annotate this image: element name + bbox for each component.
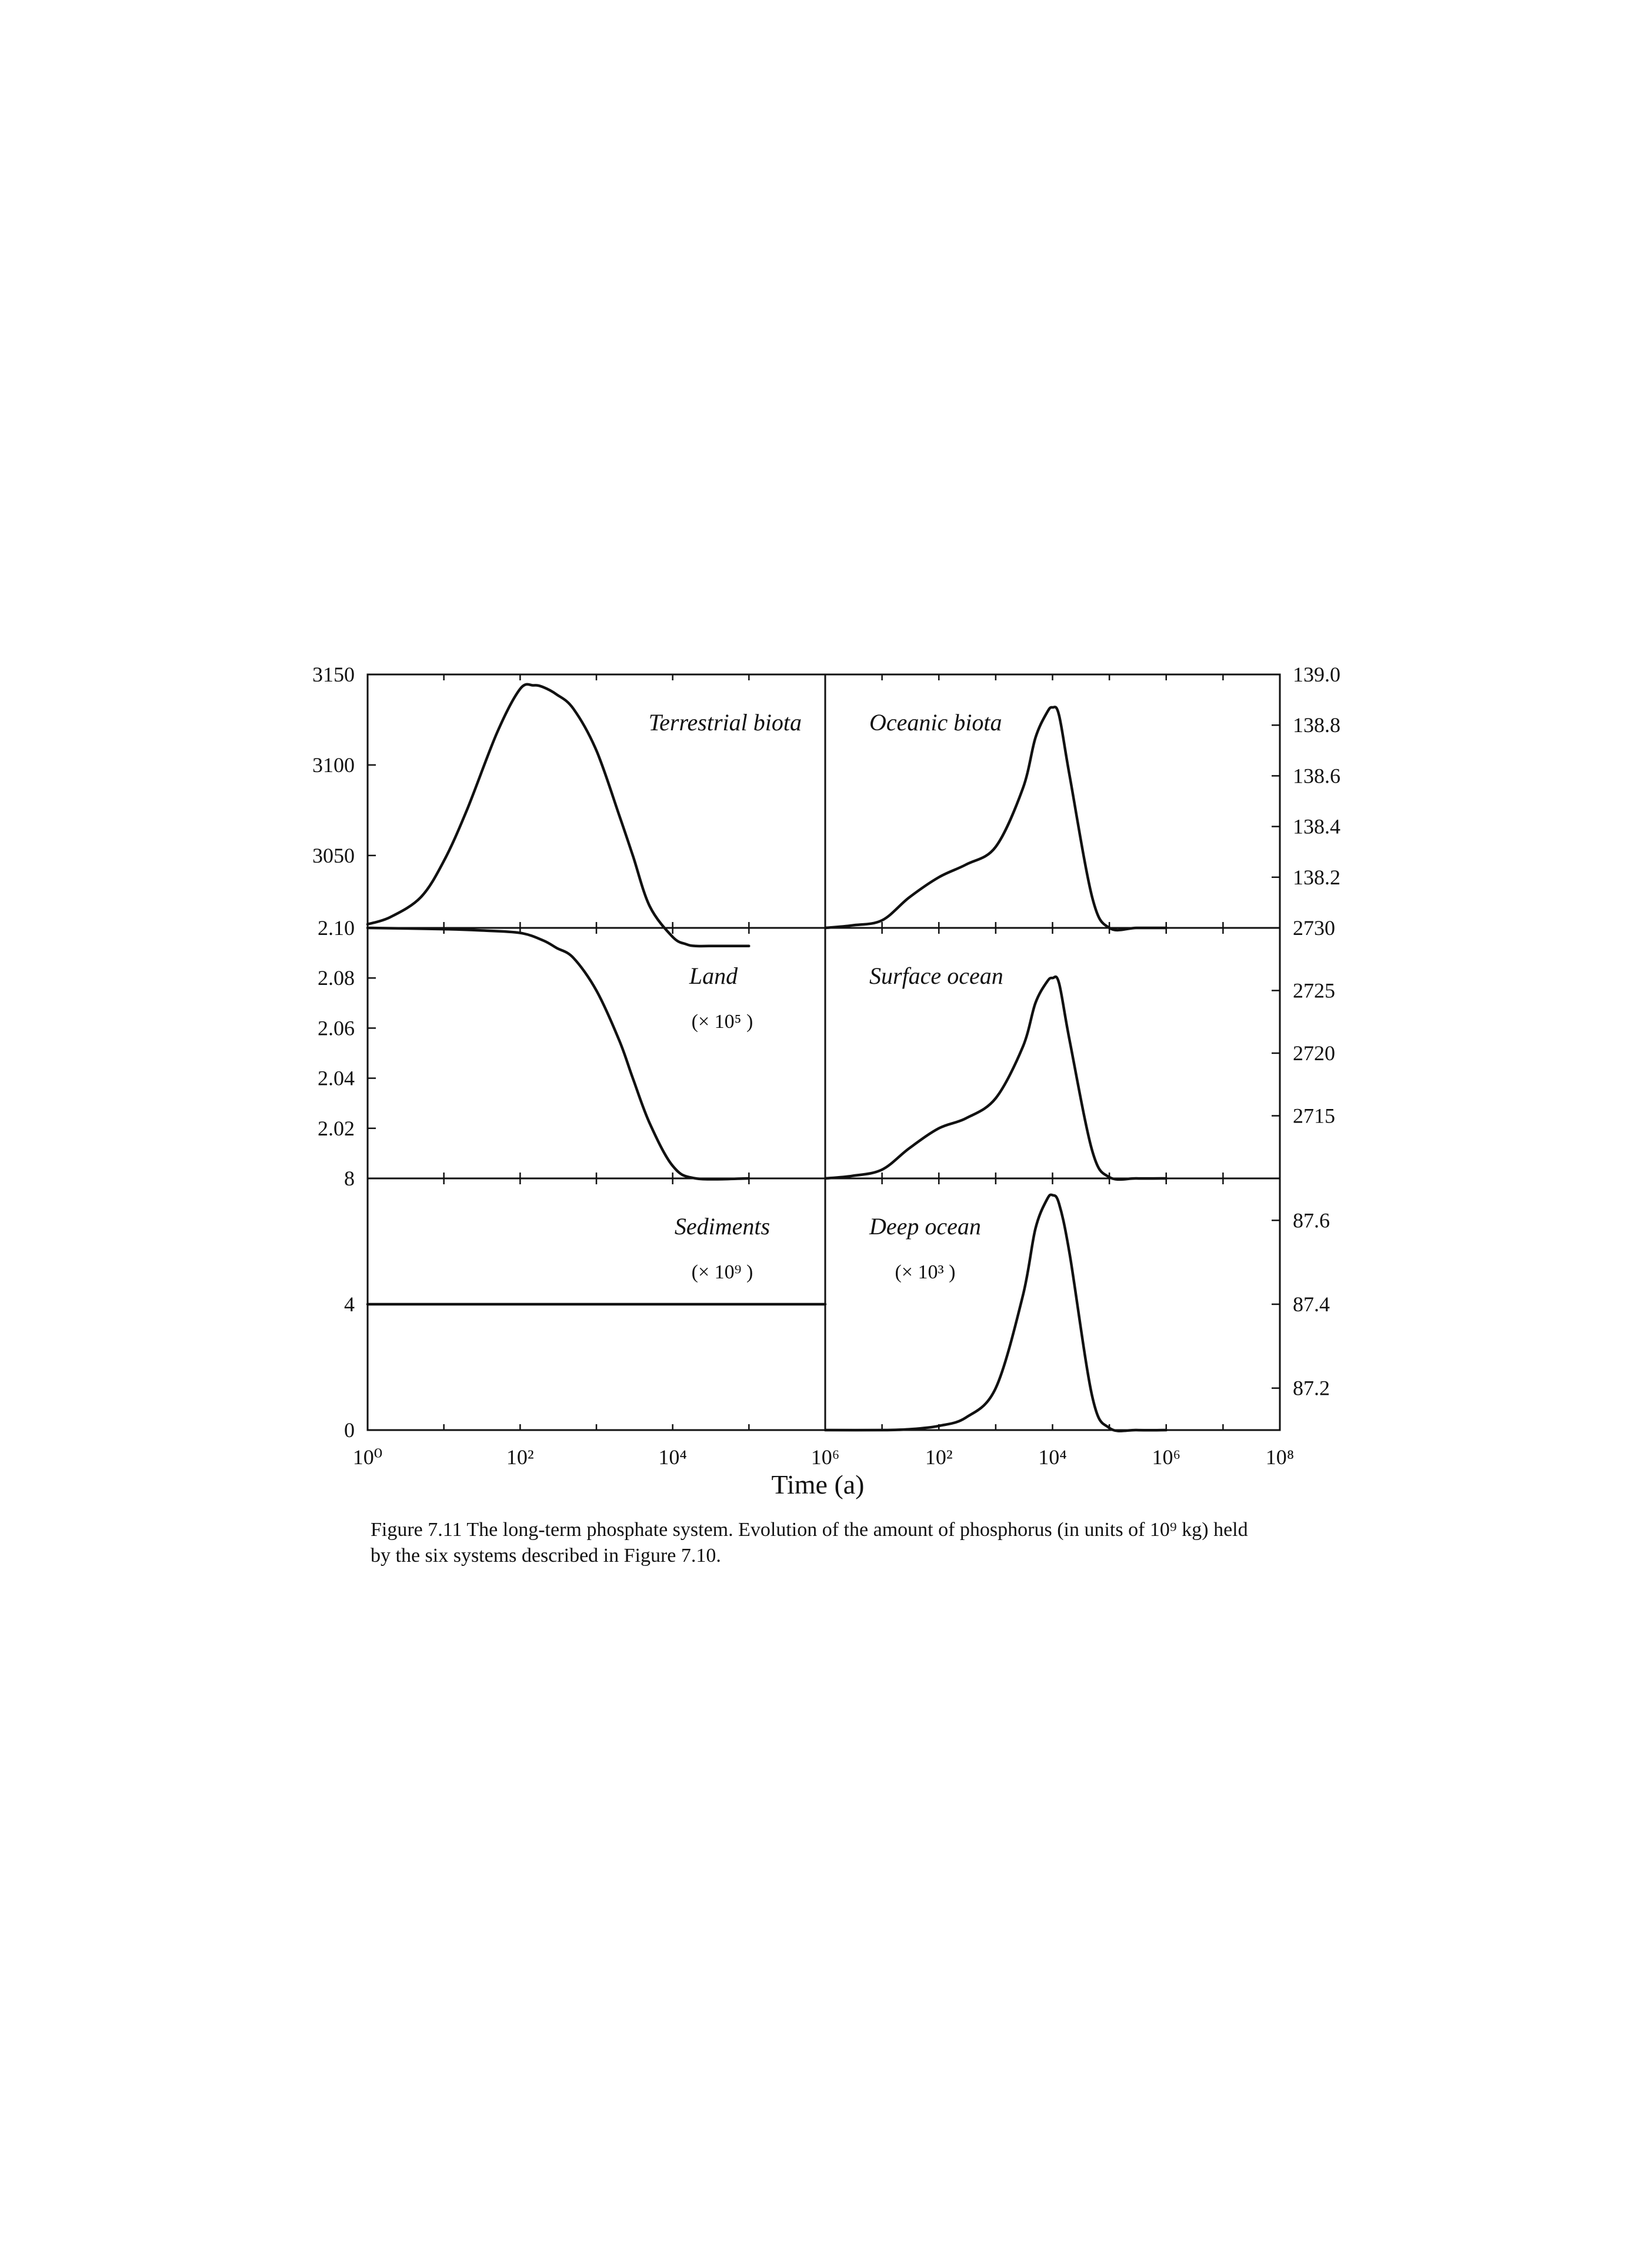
sediments-title: Sediments <box>675 1213 770 1240</box>
surface-ocean-series-line <box>823 975 1168 1181</box>
land-ytick-2-06-label: 2.06 <box>318 1016 355 1040</box>
x-tick-right-3: 10⁸ <box>1266 1445 1295 1469</box>
x-tick-right-2: 10⁶ <box>1152 1445 1180 1469</box>
figure-caption: Figure 7.11 The long-term phosphate syst… <box>371 1519 1248 1566</box>
oceanic-biota-ytick-138-6-label: 138.6 <box>1293 764 1340 787</box>
surface-ocean-ytick-2725-label: 2725 <box>1293 979 1335 1003</box>
oceanic-biota-series-line <box>823 706 1168 932</box>
land-ytick-2-10-label: 2.10 <box>318 916 355 940</box>
oceanic-biota-ytick-139-0-label: 139.0 <box>1293 663 1340 686</box>
terrestrial-biota-ytick-3100-label: 3100 <box>312 753 355 777</box>
oceanic-biota-ytick-138-2-label: 138.2 <box>1293 866 1340 889</box>
deep-ocean-series-line <box>823 1193 1168 1432</box>
surface-ocean-title: Surface ocean <box>869 963 1003 989</box>
land-ytick-2-04-label: 2.04 <box>318 1067 355 1090</box>
sediments-ytick-8-label: 8 <box>344 1167 355 1190</box>
x-axis-title: Time (a) <box>771 1469 864 1499</box>
land-ytick-2-08-label: 2.08 <box>318 966 355 990</box>
land-scale-note: (× 10⁵ ) <box>692 1011 753 1033</box>
land-frame <box>366 927 826 1180</box>
surface-ocean-ytick-2720-label: 2720 <box>1293 1041 1335 1065</box>
land-series-line <box>366 926 751 1181</box>
sediments-ytick-0-label: 0 <box>344 1418 355 1442</box>
terrestrial-biota-title: Terrestrial biota <box>649 709 802 736</box>
deep-ocean-ytick-87-2-label: 87.2 <box>1293 1377 1330 1400</box>
sediments-scale-note: (× 10⁹ ) <box>692 1261 753 1283</box>
land-title: Land <box>689 963 738 989</box>
terrestrial-biota-ytick-3150-label: 3150 <box>312 663 355 686</box>
x-tick-right-0: 10² <box>925 1445 953 1469</box>
x-tick-left-1: 10² <box>506 1445 534 1469</box>
terrestrial-biota-series-line <box>366 683 751 948</box>
terrestrial-biota-ytick-3050-label: 3050 <box>312 844 355 867</box>
surface-ocean-ytick-2715-label: 2715 <box>1293 1104 1335 1128</box>
oceanic-biota-ytick-138-8-label: 138.8 <box>1293 713 1340 737</box>
x-tick-left-2: 10⁴ <box>658 1445 687 1469</box>
x-tick-right-1: 10⁴ <box>1038 1445 1067 1469</box>
oceanic-biota-title: Oceanic biota <box>869 709 1002 736</box>
land-ytick-2-02-label: 2.02 <box>318 1117 355 1140</box>
deep-ocean-scale-note: (× 10³ ) <box>895 1261 955 1283</box>
deep-ocean-title: Deep ocean <box>869 1213 981 1240</box>
x-tick-left-0: 10⁰ <box>353 1445 382 1469</box>
deep-ocean-panel: 87.2 87.4 87.6 Deep ocean (× 10³ ) <box>823 1177 1330 1432</box>
surface-ocean-ytick-2730-label: 2730 <box>1293 916 1335 940</box>
oceanic-biota-ytick-138-4-label: 138.4 <box>1293 815 1340 839</box>
deep-ocean-ytick-87-6-label: 87.6 <box>1293 1208 1330 1232</box>
x-tick-left-3: 10⁶ <box>811 1445 840 1469</box>
deep-ocean-ytick-87-4-label: 87.4 <box>1293 1292 1330 1316</box>
sediments-ytick-4-label: 4 <box>344 1292 355 1316</box>
